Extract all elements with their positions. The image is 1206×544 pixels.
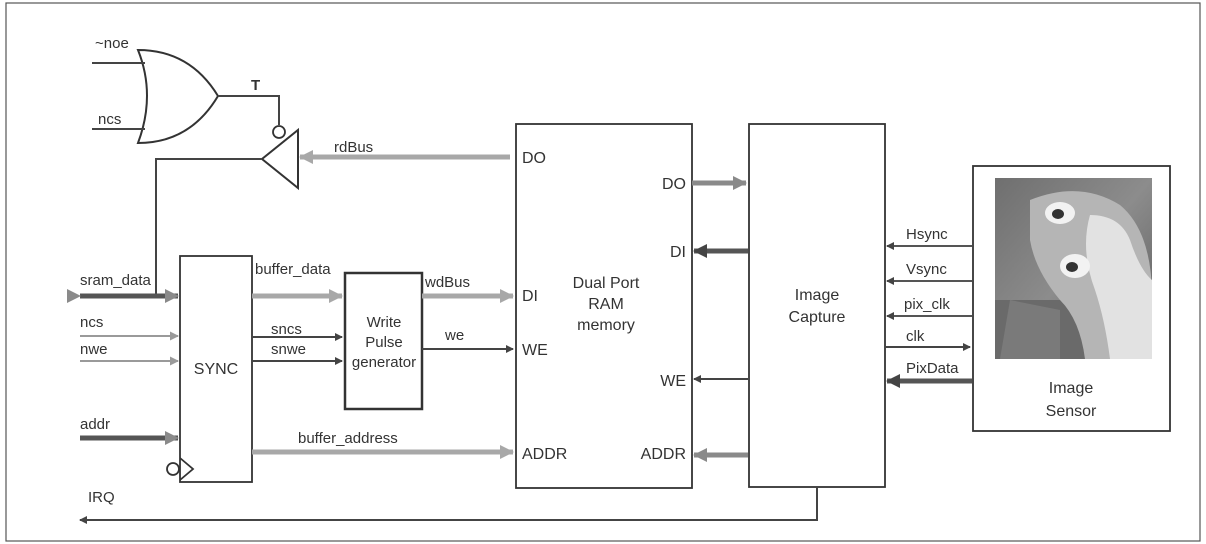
ram-port-left-do: DO bbox=[522, 150, 546, 167]
image-capture-line1: Image bbox=[795, 287, 840, 304]
tristate-buffer bbox=[260, 127, 299, 191]
sync-block bbox=[179, 255, 253, 483]
label-pix-clk: pix_clk bbox=[904, 296, 950, 313]
label-ncs-gate: ncs bbox=[98, 111, 121, 128]
image-capture-line2: Capture bbox=[789, 309, 846, 326]
image-sensor-line2: Sensor bbox=[1046, 403, 1097, 420]
label-buffer-data: buffer_data bbox=[255, 261, 331, 278]
label-vsync: Vsync bbox=[906, 261, 947, 278]
wire-irq bbox=[79, 487, 818, 524]
label-sncs: sncs bbox=[271, 321, 302, 338]
label-irq: IRQ bbox=[88, 489, 115, 506]
wire-buffer-to-sram bbox=[155, 158, 262, 296]
label-noe: ~noe bbox=[95, 35, 129, 52]
ram-label-line3: memory bbox=[577, 317, 635, 334]
label-wdbus: wdBus bbox=[424, 274, 470, 291]
label-buffer-address: buffer_address bbox=[298, 430, 398, 447]
image-capture-block bbox=[748, 123, 886, 488]
or-gate bbox=[136, 48, 220, 145]
clock-inverter-bubble bbox=[166, 462, 180, 476]
sync-label: SYNC bbox=[194, 361, 238, 378]
write-pulse-line1: Write bbox=[367, 314, 402, 331]
ram-port-left-di: DI bbox=[522, 288, 538, 305]
write-pulse-line3: generator bbox=[352, 354, 416, 371]
image-sensor-line1: Image bbox=[1049, 380, 1094, 397]
dual-port-ram-block bbox=[515, 123, 693, 489]
label-snwe: snwe bbox=[271, 341, 306, 358]
label-pixdata: PixData bbox=[906, 360, 959, 377]
ram-port-right-do: DO bbox=[662, 176, 686, 193]
label-clk: clk bbox=[906, 328, 925, 345]
buffer-enable-bubble bbox=[272, 125, 286, 139]
label-sram-data: sram_data bbox=[80, 272, 152, 289]
label-rdbus: rdBus bbox=[334, 139, 373, 156]
write-pulse-line2: Pulse bbox=[365, 334, 403, 351]
wire-gate-out bbox=[218, 95, 280, 125]
ram-port-left-we: WE bbox=[522, 342, 548, 359]
ram-port-right-di: DI bbox=[670, 244, 686, 261]
label-gate-output: T bbox=[251, 77, 260, 94]
label-addr: addr bbox=[80, 416, 110, 433]
sensor-photo bbox=[995, 178, 1152, 359]
write-pulse-block bbox=[343, 271, 424, 411]
label-hsync: Hsync bbox=[906, 226, 948, 243]
clock-triangle bbox=[179, 457, 195, 481]
label-ncs: ncs bbox=[80, 314, 103, 331]
label-we: we bbox=[444, 327, 464, 344]
ram-label-line1: Dual Port bbox=[573, 275, 640, 292]
outer-frame bbox=[5, 2, 1201, 542]
ram-port-left-addr: ADDR bbox=[522, 446, 567, 463]
ram-port-right-we: WE bbox=[660, 373, 686, 390]
label-nwe: nwe bbox=[80, 341, 108, 358]
ram-label-line2: RAM bbox=[588, 296, 624, 313]
ram-port-right-addr: ADDR bbox=[641, 446, 686, 463]
